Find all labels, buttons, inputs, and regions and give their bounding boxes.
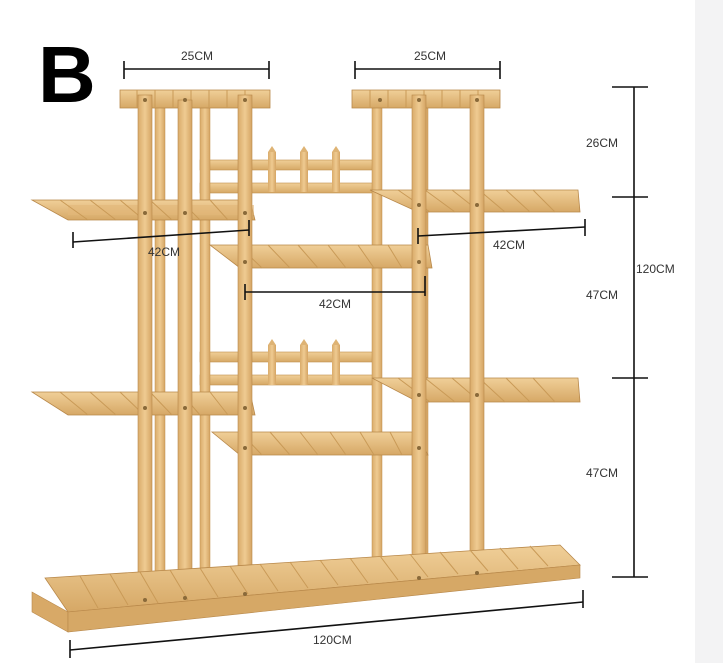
dim-right-wing-width: 42CM — [493, 238, 525, 252]
middle-fence — [199, 339, 376, 386]
dim-top-left-width: 25CM — [181, 49, 213, 63]
dim-height-lower: 47CM — [586, 466, 618, 480]
top-fence — [199, 146, 376, 194]
center-lower-shelf — [210, 431, 429, 456]
bottom-shelf — [31, 544, 581, 633]
dim-center-shelf-width: 42CM — [319, 297, 351, 311]
dim-height-top: 26CM — [586, 136, 618, 150]
dim-total-width: 120CM — [313, 633, 352, 647]
dim-left-wing-width: 42CM — [148, 245, 180, 259]
screws — [143, 98, 479, 602]
dim-height-middle: 47CM — [586, 288, 618, 302]
background-strip — [695, 0, 723, 663]
dim-top-right-width: 25CM — [414, 49, 446, 63]
plant-stand — [30, 89, 581, 633]
dim-total-height: 120CM — [636, 262, 675, 276]
dimension-lines — [69, 61, 648, 658]
variant-letter: B — [38, 30, 96, 119]
